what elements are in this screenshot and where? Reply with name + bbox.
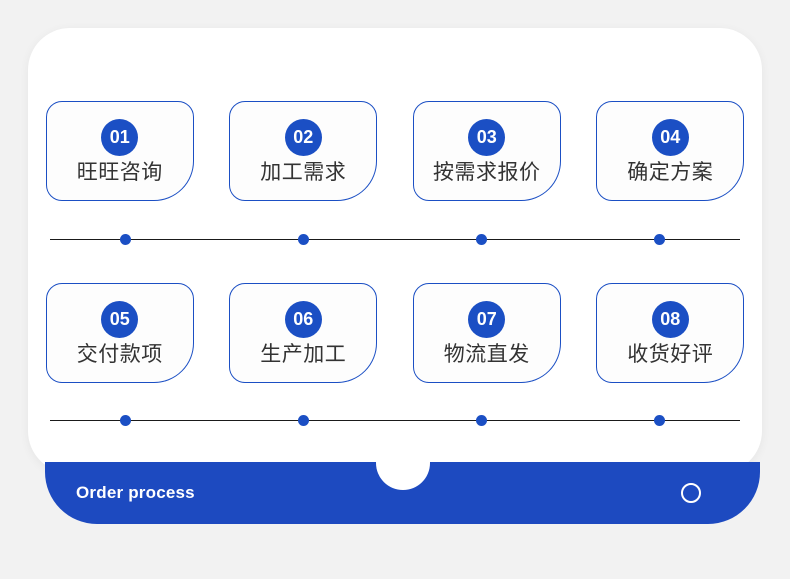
step-cell: 06 生产加工 <box>212 283 396 383</box>
step-card-07[interactable]: 07 物流直发 <box>412 283 561 383</box>
step-card-05[interactable]: 05 交付款项 <box>45 283 194 383</box>
step-number-badge: 01 <box>101 119 139 156</box>
step-cell: 08 收货好评 <box>579 283 763 383</box>
timeline-dot <box>653 415 665 426</box>
timeline-dot <box>297 415 309 426</box>
step-number-badge: 08 <box>651 301 689 338</box>
step-number-badge: 04 <box>651 119 689 156</box>
step-label: 生产加工 <box>260 343 347 366</box>
step-label: 物流直发 <box>443 343 530 366</box>
step-label: 按需求报价 <box>433 161 541 184</box>
step-row-bottom: 05 交付款项 06 生产加工 07 物流直发 08 收货好评 <box>28 283 762 433</box>
step-cell: 07 物流直发 <box>395 283 579 383</box>
step-cell: 03 按需求报价 <box>395 101 579 201</box>
connector-line-top <box>28 233 762 247</box>
step-number-badge: 06 <box>284 301 322 338</box>
timeline-dot <box>119 415 131 426</box>
step-cell: 05 交付款项 <box>28 283 212 383</box>
footer-notch <box>375 462 430 490</box>
step-number-badge: 02 <box>284 119 322 156</box>
step-number-badge: 03 <box>468 119 506 156</box>
circle-outline-icon[interactable] <box>681 483 701 503</box>
step-label: 确定方案 <box>627 161 714 184</box>
step-label: 交付款项 <box>76 343 163 366</box>
step-card-01[interactable]: 01 旺旺咨询 <box>45 101 194 201</box>
step-card-06[interactable]: 06 生产加工 <box>229 283 378 383</box>
footer-bar: Order process <box>45 462 760 524</box>
step-row-top: 01 旺旺咨询 02 加工需求 03 按需求报价 04 确定方案 <box>28 101 762 251</box>
timeline-dot <box>297 234 309 245</box>
step-number-badge: 07 <box>468 301 506 338</box>
step-card-02[interactable]: 02 加工需求 <box>229 101 378 201</box>
timeline-rule <box>50 420 740 422</box>
step-cell: 02 加工需求 <box>212 101 396 201</box>
step-card-08[interactable]: 08 收货好评 <box>596 283 745 383</box>
timeline-dot <box>653 234 665 245</box>
step-cell: 04 确定方案 <box>579 101 763 201</box>
step-card-04[interactable]: 04 确定方案 <box>596 101 745 201</box>
step-card-03[interactable]: 03 按需求报价 <box>412 101 561 201</box>
timeline-dot <box>475 234 487 245</box>
timeline-dot <box>119 234 131 245</box>
step-label: 加工需求 <box>260 161 347 184</box>
timeline-rule <box>50 239 740 241</box>
step-cell: 01 旺旺咨询 <box>28 101 212 201</box>
step-number-badge: 05 <box>101 301 139 338</box>
step-grid: 01 旺旺咨询 02 加工需求 03 按需求报价 04 确定方案 <box>28 28 762 473</box>
step-label: 收货好评 <box>627 343 714 366</box>
timeline-dot <box>475 415 487 426</box>
connector-line-bottom <box>28 414 762 428</box>
step-label: 旺旺咨询 <box>76 161 163 184</box>
footer-title: Order process <box>76 483 195 502</box>
